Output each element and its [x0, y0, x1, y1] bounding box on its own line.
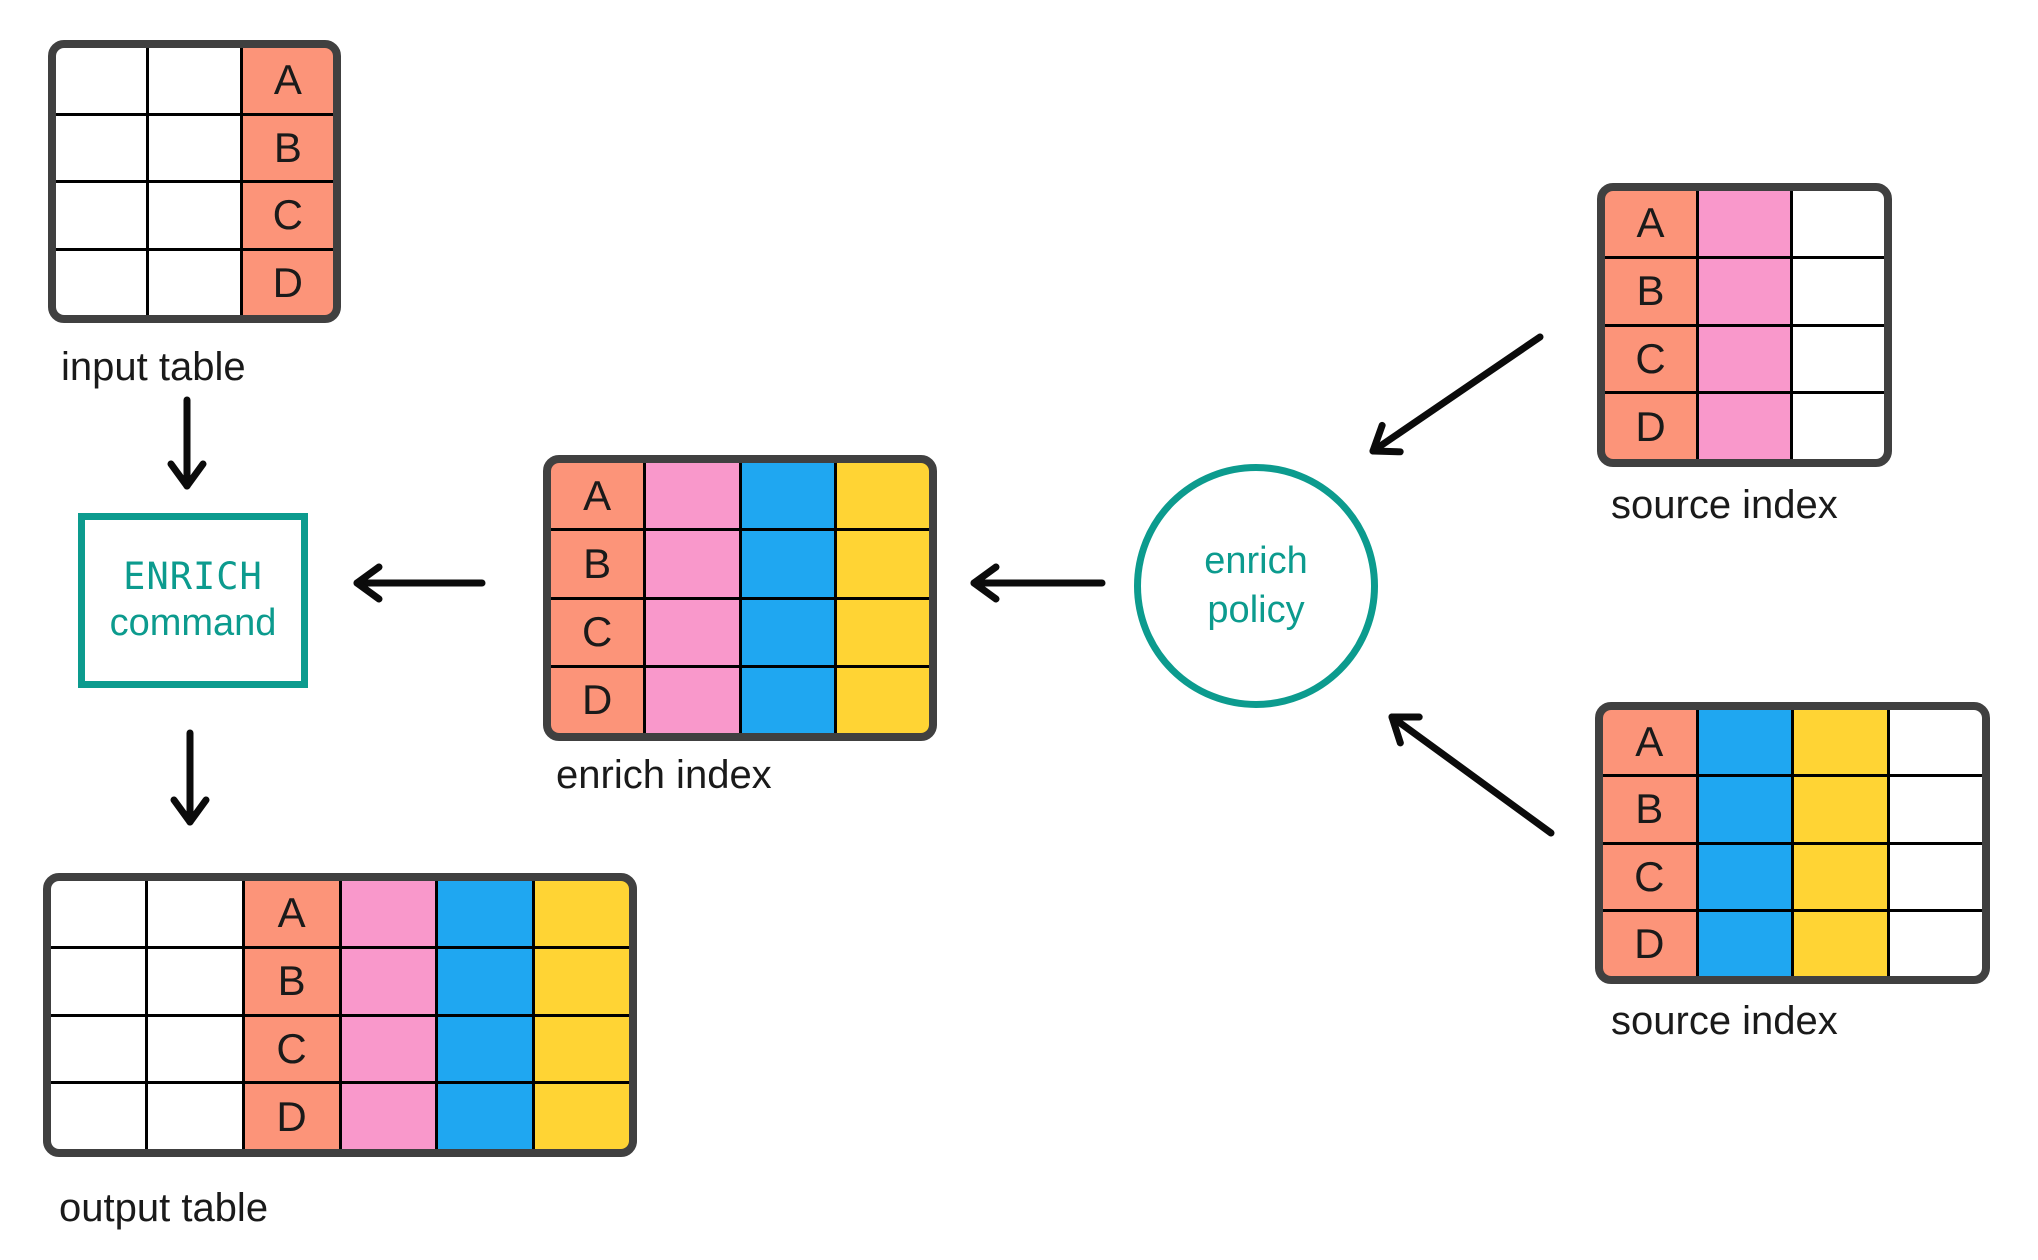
key-cell: B	[242, 115, 333, 180]
key-cell: B	[551, 531, 644, 597]
key-cell: C	[1605, 326, 1696, 392]
table-cell	[741, 463, 834, 529]
source-index-top-label: source index	[1611, 483, 1838, 527]
table-cell	[438, 1016, 533, 1082]
table-cell	[1793, 191, 1884, 256]
table-cell	[646, 463, 739, 529]
table-cell	[1699, 258, 1790, 324]
table-cell	[1794, 710, 1887, 775]
table-cell	[1699, 191, 1790, 256]
key-cell: C	[1603, 844, 1696, 909]
arrow-source-bottom-to-policy	[1388, 713, 1555, 837]
table-cell	[149, 48, 240, 113]
key-cell: B	[1605, 258, 1696, 324]
table-cell	[56, 115, 147, 180]
input-table-label: input table	[61, 345, 246, 389]
table-cell	[1889, 844, 1982, 909]
table-cell	[341, 881, 436, 946]
table-cell	[1698, 710, 1791, 775]
table-cell	[1793, 326, 1884, 392]
table-cell	[147, 1016, 242, 1082]
key-cell: A	[551, 463, 644, 529]
table-cell	[1699, 326, 1790, 392]
table-cell	[56, 250, 147, 315]
table-cell	[1793, 394, 1884, 459]
table-cell	[1794, 844, 1887, 909]
table-cell	[646, 599, 739, 665]
table-cell	[836, 463, 929, 529]
table-cell	[51, 1016, 145, 1082]
table-cell	[56, 48, 147, 113]
table-cell	[147, 1084, 242, 1149]
table-cell	[149, 183, 240, 248]
table-cell	[51, 881, 145, 946]
enrich-command-box: ENRICH command	[78, 513, 308, 688]
key-cell: B	[244, 948, 339, 1014]
key-cell: A	[242, 48, 333, 113]
table-cell	[1889, 911, 1982, 976]
key-cell: D	[1603, 911, 1696, 976]
table-cell	[1889, 777, 1982, 842]
table-cell	[741, 667, 834, 733]
table-cell	[535, 881, 629, 946]
table-cell	[438, 1084, 533, 1149]
table-cell	[1698, 844, 1791, 909]
table-cell	[836, 599, 929, 665]
table-cell	[1699, 394, 1790, 459]
table-cell	[51, 948, 145, 1014]
table-cell	[147, 881, 242, 946]
table-cell	[149, 250, 240, 315]
key-cell: D	[1605, 394, 1696, 459]
key-cell: C	[551, 599, 644, 665]
table-cell	[438, 881, 533, 946]
table-cell	[341, 948, 436, 1014]
table-cell	[341, 1016, 436, 1082]
table-cell	[1794, 777, 1887, 842]
key-cell: D	[551, 667, 644, 733]
table-cell	[646, 531, 739, 597]
source-index-bottom-label: source index	[1611, 999, 1838, 1043]
key-cell: C	[242, 183, 333, 248]
key-cell: D	[244, 1084, 339, 1149]
table-cell	[1793, 258, 1884, 324]
table-cell	[1698, 777, 1791, 842]
table-cell	[341, 1084, 436, 1149]
table-cell	[836, 531, 929, 597]
output-table-label: output table	[59, 1186, 269, 1230]
enrich-command-word: command	[109, 601, 277, 644]
enrich-index-label: enrich index	[556, 753, 772, 797]
table-cell	[535, 948, 629, 1014]
key-cell: B	[1603, 777, 1696, 842]
arrow-source-top-to-policy	[1369, 333, 1544, 456]
table-cell	[1794, 911, 1887, 976]
key-cell: A	[1605, 191, 1696, 256]
table-cell	[646, 667, 739, 733]
table-cell	[56, 183, 147, 248]
table-cell	[149, 115, 240, 180]
enrich-policy-word2: policy	[1207, 589, 1305, 631]
key-cell: C	[244, 1016, 339, 1082]
enrich-policy-circle: enrich policy	[1134, 464, 1378, 708]
table-cell	[147, 948, 242, 1014]
key-cell: D	[242, 250, 333, 315]
key-cell: A	[244, 881, 339, 946]
table-cell	[438, 948, 533, 1014]
table-cell	[741, 531, 834, 597]
table-cell	[836, 667, 929, 733]
table-cell	[535, 1016, 629, 1082]
table-cell	[51, 1084, 145, 1149]
enrich-policy-word1: enrich	[1204, 539, 1308, 582]
key-cell: A	[1603, 710, 1696, 775]
table-cell	[535, 1084, 629, 1149]
enrich-command-keyword: ENRICH	[123, 554, 263, 598]
table-cell	[741, 599, 834, 665]
table-cell	[1698, 911, 1791, 976]
table-cell	[1889, 710, 1982, 775]
